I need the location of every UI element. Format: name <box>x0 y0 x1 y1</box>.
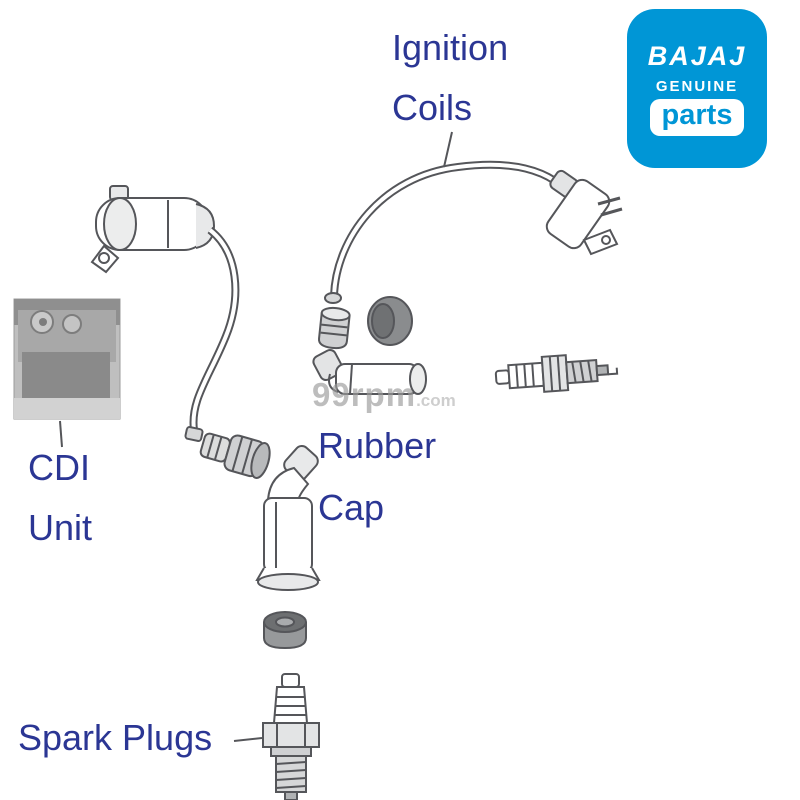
ignition-coil-left-drawing <box>90 185 240 442</box>
label-cdi-unit-line1: CDI <box>28 447 90 488</box>
label-cdi-unit-line2: Unit <box>28 507 93 548</box>
bajaj-parts-badge: parts <box>649 99 745 136</box>
spark-plug-right-drawing <box>494 354 619 393</box>
cdi-unit-photo <box>13 298 121 420</box>
label-rubber-cap-line2: Cap <box>318 487 385 528</box>
bajaj-logo: BAJAJ GENUINE parts <box>627 9 767 168</box>
ignition-coils-pointer-line <box>443 131 453 168</box>
bajaj-brand-text: BAJAJ <box>647 41 747 72</box>
rubber-cap-main-drawing <box>255 445 321 591</box>
bajaj-genuine-text: GENUINE <box>655 78 739 96</box>
rubber-boot-dark-drawing <box>367 296 413 346</box>
spark-plugs-pointer-line <box>233 737 263 742</box>
watermark-99rpm: 99rpm.com <box>312 376 456 414</box>
small-boot-drawing <box>318 306 351 350</box>
label-ignition-coils-line1: Ignition <box>392 27 509 68</box>
label-spark-plugs: Spark Plugs <box>18 717 213 758</box>
cdi-unit-pointer-line <box>59 420 63 448</box>
spark-plug-bottom-drawing <box>262 673 320 800</box>
watermark-main-text: 99rpm <box>312 376 417 413</box>
label-ignition-coils-line2: Coils <box>392 87 473 128</box>
cable-connector-drawing <box>199 432 271 479</box>
rubber-cap-side-drawing <box>312 349 427 395</box>
pointer-lines <box>59 131 453 742</box>
bajaj-parts-text: parts <box>661 99 733 132</box>
ignition-coil-right-drawing <box>324 160 623 304</box>
grommet-drawing <box>263 611 307 650</box>
label-rubber-cap-line1: Rubber <box>318 425 437 466</box>
watermark-suffix-text: .com <box>416 391 456 410</box>
